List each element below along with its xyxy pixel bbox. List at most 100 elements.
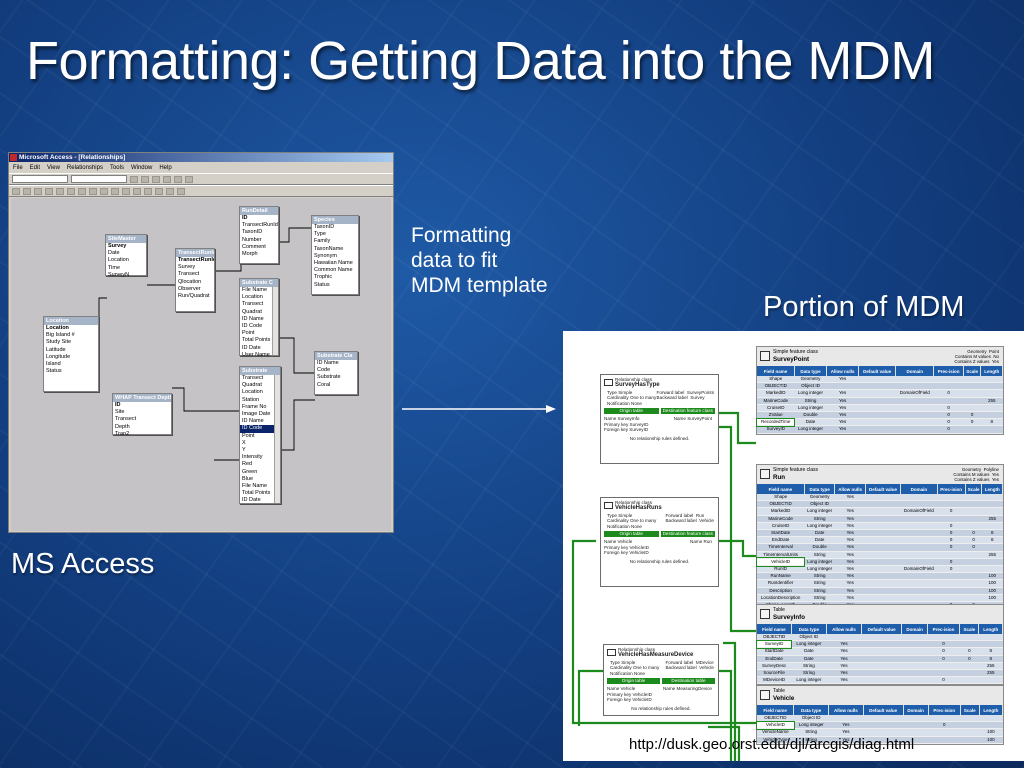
access-field[interactable]: Observer [178,285,201,292]
object-combo[interactable] [12,175,68,183]
access-field[interactable]: Study Site [46,339,72,346]
menu-file[interactable]: File [13,164,23,171]
access-field[interactable]: TaxonID [314,224,335,230]
access-field[interactable]: Morph [242,251,258,258]
access-field[interactable]: Y [242,447,246,454]
access-field[interactable]: Intensity [242,454,263,461]
cut-icon[interactable] [89,187,97,195]
database-window-icon[interactable] [155,187,163,195]
new-icon[interactable] [12,187,20,195]
access-field[interactable]: Substrate [317,374,341,381]
line-color-icon[interactable] [174,175,182,183]
access-field[interactable]: Green [242,468,258,475]
preview-icon[interactable] [67,187,75,195]
access-field[interactable]: Quadrat [242,308,262,315]
access-field[interactable]: Code [317,367,331,374]
access-table-title[interactable]: WHAP Transect Depths [113,394,171,402]
access-field[interactable]: Location [108,257,129,264]
access-field[interactable]: TaxonName [314,245,344,252]
access-field[interactable]: ID Name [317,360,339,366]
access-field[interactable]: Big Island # [46,332,75,339]
access-field[interactable]: Qlocation [178,278,202,285]
source-url[interactable]: http://dusk.geo.orst.edu/djl/arcgis/diag… [629,736,915,753]
menu-view[interactable]: View [47,164,60,171]
access-field[interactable]: Longitude [46,353,71,360]
menu-help[interactable]: Help [159,164,172,171]
border-icon[interactable] [185,175,193,183]
access-table-title[interactable]: SiteMaster [106,235,146,243]
menu-window[interactable]: Window [130,164,153,171]
table-scrollbar[interactable] [272,287,278,355]
access-field[interactable]: Quadrat [242,382,262,389]
access-field[interactable]: File Name [242,483,268,490]
access-field[interactable]: Transect [242,301,264,308]
access-field[interactable]: TaxonID [242,229,263,236]
access-field[interactable]: Transect [115,416,137,423]
access-field[interactable]: ID Name [242,418,264,425]
bold-icon[interactable] [130,175,138,183]
access-field[interactable]: Blue [242,475,254,482]
paste-icon[interactable] [111,187,119,195]
access-field[interactable]: Station [242,396,260,403]
access-field[interactable]: Run/Quadrat [178,293,210,300]
access-table-title[interactable]: Species [312,216,358,224]
access-field[interactable]: Frame No [242,403,267,410]
access-field[interactable]: ID Name [242,315,264,322]
access-field[interactable]: Site [115,409,125,416]
access-field[interactable]: User Name [242,351,270,358]
access-field[interactable]: Survey [178,264,196,271]
access-table-title[interactable]: TransectRunId [176,249,214,257]
show-table-icon[interactable] [133,187,141,195]
access-field[interactable]: Trophic [314,274,333,281]
table-scrollbar[interactable] [274,375,280,503]
access-field[interactable]: File Name [242,287,268,293]
access-field[interactable]: Survey [108,243,127,249]
access-field[interactable]: TransectRunId [242,222,278,229]
italic-icon[interactable] [141,175,149,183]
delete-icon[interactable] [144,187,152,195]
access-field[interactable]: Date [108,250,120,257]
access-field[interactable]: Status [314,281,330,288]
access-table-title[interactable]: Substrate [240,367,280,375]
undo-icon[interactable] [122,187,130,195]
access-field[interactable]: ID Code [240,425,280,433]
access-field[interactable]: Family [314,238,331,245]
access-field[interactable]: Location [242,294,263,301]
access-field[interactable]: ID [115,402,121,408]
access-field[interactable]: Transect [242,375,264,381]
access-field[interactable]: Coral [317,381,331,388]
copy-icon[interactable] [100,187,108,195]
access-field[interactable]: TransectRunId [178,257,214,263]
access-field[interactable]: Total Points [242,337,271,344]
spell-icon[interactable] [78,187,86,195]
access-field[interactable]: Hawaiian Name [314,260,353,267]
help-icon[interactable] [177,187,185,195]
access-field[interactable]: ID Date [242,497,261,504]
access-field[interactable]: Transect [178,271,200,278]
search-icon[interactable] [45,187,53,195]
access-field[interactable]: Island [46,361,61,368]
access-field[interactable]: Image Date [242,411,271,418]
access-field[interactable]: Total Points [242,490,271,497]
access-field[interactable]: Location [242,389,263,396]
access-field[interactable]: Time [108,264,121,271]
access-field[interactable]: ID Date [242,344,261,351]
access-field[interactable]: Comment [242,243,266,250]
access-field[interactable]: Location [46,325,69,331]
access-table-title[interactable]: RunDetail [240,207,278,215]
fill-color-icon[interactable] [152,175,160,183]
menu-relationships[interactable]: Relationships [66,164,103,171]
access-field[interactable]: Point [242,432,255,439]
access-field[interactable]: Type [314,231,326,238]
access-field[interactable]: ID [242,215,248,221]
access-field[interactable]: Point [242,330,255,337]
access-field[interactable]: Latitude [46,346,66,353]
new-object-icon[interactable] [166,187,174,195]
access-field[interactable]: Common Name [314,267,353,274]
